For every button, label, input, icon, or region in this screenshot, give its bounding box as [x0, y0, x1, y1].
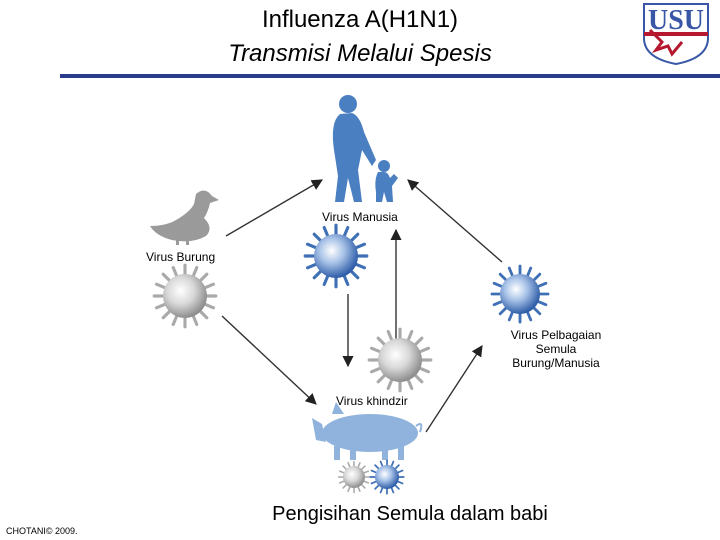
bird-virus-label: Virus Burung — [146, 250, 216, 264]
pig-virus-label: Virus khindzir — [336, 394, 408, 408]
pig-silhouette-icon — [312, 402, 423, 460]
arrow-bird-to-pig — [221, 315, 317, 405]
university-logo: USU — [643, 3, 709, 66]
arrow-bird-to-human — [225, 179, 323, 237]
reassortant-label-line-1: Virus Pelbagaian — [510, 328, 602, 342]
logo-text: USU — [648, 5, 704, 36]
person-with-child-silhouette-icon — [332, 95, 398, 202]
human-virus-icon — [303, 223, 369, 289]
pig-grey-virus-icon — [337, 460, 371, 494]
reassortant-virus-icon — [490, 264, 550, 324]
reassortant-label-line-2: Semula — [535, 342, 577, 356]
title-rule — [60, 74, 720, 78]
bird-virus-icon — [152, 263, 218, 329]
caption: Pengisihan Semula dalam babi — [272, 503, 548, 525]
slide-subtitle: Transmisi Melalui Spesis — [228, 40, 492, 67]
virus-particles — [152, 223, 550, 495]
reassortant-label-line-3: Burung/Manusia — [512, 356, 600, 370]
arrow-pig-to-reassortant — [425, 345, 483, 433]
slide-title: Influenza A(H1N1) — [261, 6, 459, 33]
copyright-note: CHOTANI© 2009. — [6, 526, 78, 536]
arrow-reassortant-to-human — [407, 179, 503, 263]
reassortant-virus-label: Virus Pelbagaian Semula Burung/Manusia — [500, 328, 612, 370]
human-virus-label: Virus Manusia — [322, 210, 398, 224]
duck-silhouette-icon — [150, 190, 219, 245]
pig-blue-virus-icon — [369, 459, 405, 495]
mixed-virus-icon — [367, 327, 433, 393]
